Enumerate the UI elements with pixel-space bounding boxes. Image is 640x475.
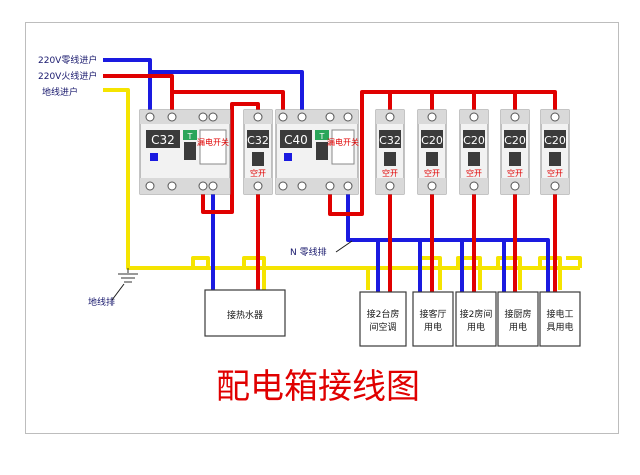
- branch-breaker-5: C20 空开: [540, 109, 570, 195]
- branch-breaker-4: C20 空开: [500, 109, 530, 195]
- branch-breaker-3: C20 空开: [459, 109, 489, 195]
- load-5-line1: 接电工: [546, 308, 573, 320]
- ground-in-label: 地线进户: [42, 86, 78, 98]
- load-1-line1: 接2台房: [367, 308, 400, 320]
- water-heater-breaker-tag: 空开: [250, 168, 266, 178]
- rcd2-breaker: C40 T 漏电开关: [275, 109, 359, 195]
- branch-5-rating: C20: [544, 134, 566, 147]
- branch-2-tag: 空开: [424, 168, 440, 178]
- main-rcd-test: T: [187, 132, 193, 141]
- water-heater-breaker: C32 空开: [243, 109, 273, 195]
- ground-bar-pointer: [111, 283, 125, 301]
- rcd2-tag: 漏电开关: [327, 137, 359, 147]
- load-branch-3: 接2房间 用电: [455, 291, 497, 347]
- diagram-title: 配电箱接线图: [216, 367, 420, 407]
- load-4-line2: 用电: [509, 321, 527, 333]
- branch-breaker-2: C20 空开: [417, 109, 447, 195]
- rcd2-test: T: [319, 132, 325, 141]
- branch-2-rating: C20: [421, 134, 443, 147]
- load-3-line1: 接2房间: [460, 308, 493, 320]
- load-4-line1: 接厨房: [504, 308, 531, 320]
- water-heater-breaker-rating: C32: [247, 134, 269, 147]
- neutral-in-label: 220V零线进户: [38, 54, 97, 66]
- diagram-frame: [25, 22, 619, 434]
- branch-3-rating: C20: [463, 134, 485, 147]
- branch-3-tag: 空开: [466, 168, 482, 178]
- main-rcd-breaker: C32 T 漏电开关: [139, 109, 231, 195]
- branch-4-rating: C20: [504, 134, 526, 147]
- branch-breaker-1: C32 空开: [375, 109, 405, 195]
- branch-1-tag: 空开: [382, 168, 398, 178]
- load-branch-5: 接电工 具用电: [539, 291, 581, 347]
- main-rcd-tag: 漏电开关: [197, 137, 229, 147]
- neutral-bar-label: N 零线排: [290, 246, 327, 258]
- load-1-line2: 间空调: [369, 321, 396, 333]
- rcd2-rating: C40: [284, 133, 308, 147]
- load-water-heater-label: 接热水器: [227, 309, 263, 321]
- load-5-line2: 具用电: [546, 321, 573, 333]
- load-branch-1: 接2台房 间空调: [359, 291, 407, 347]
- load-branch-4: 接厨房 用电: [497, 291, 539, 347]
- load-2-line2: 用电: [424, 321, 442, 333]
- load-water-heater: 接热水器: [204, 289, 286, 337]
- branch-5-tag: 空开: [547, 168, 563, 178]
- main-rcd-rating: C32: [151, 133, 175, 147]
- branch-1-rating: C32: [379, 134, 401, 147]
- live-wires: [103, 74, 557, 292]
- ground-bar-label: 地线排: [88, 296, 115, 308]
- load-3-line2: 用电: [467, 321, 485, 333]
- neutral-bar-pointer: [335, 240, 353, 253]
- load-branch-2: 接客厅 用电: [412, 291, 454, 347]
- load-2-line1: 接客厅: [419, 308, 446, 320]
- live-in-label: 220V火线进户: [38, 70, 97, 82]
- ground-symbol-icon: [118, 268, 138, 283]
- branch-4-tag: 空开: [507, 168, 523, 178]
